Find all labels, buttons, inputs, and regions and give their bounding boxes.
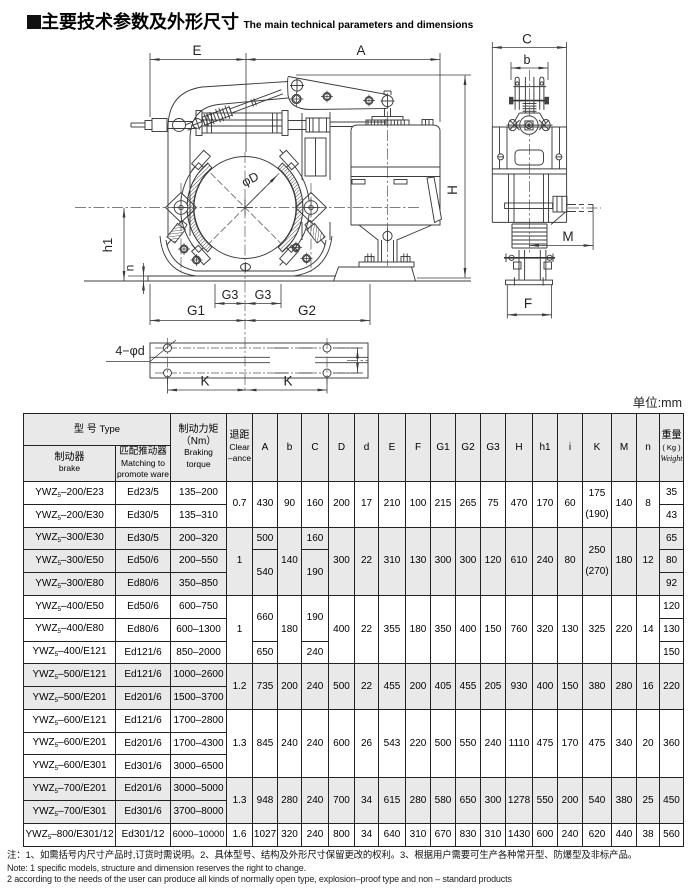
svg-text:G2: G2: [298, 303, 316, 318]
svg-text:h1: h1: [100, 238, 115, 252]
svg-text:4−φd: 4−φd: [115, 344, 144, 358]
svg-text:K: K: [200, 374, 209, 389]
svg-text:A: A: [356, 43, 365, 58]
svg-text:F: F: [524, 296, 532, 311]
svg-text:G3: G3: [222, 288, 239, 302]
svg-text:G1: G1: [187, 303, 205, 318]
svg-text:H: H: [445, 185, 460, 195]
svg-text:M: M: [562, 229, 573, 244]
svg-text:b: b: [524, 53, 531, 67]
svg-text:E: E: [192, 43, 201, 58]
svg-text:n: n: [123, 265, 137, 272]
svg-text:C: C: [522, 32, 532, 47]
svg-text:φD: φD: [239, 169, 261, 189]
svg-text:K: K: [283, 374, 292, 389]
svg-text:G3: G3: [255, 288, 272, 302]
